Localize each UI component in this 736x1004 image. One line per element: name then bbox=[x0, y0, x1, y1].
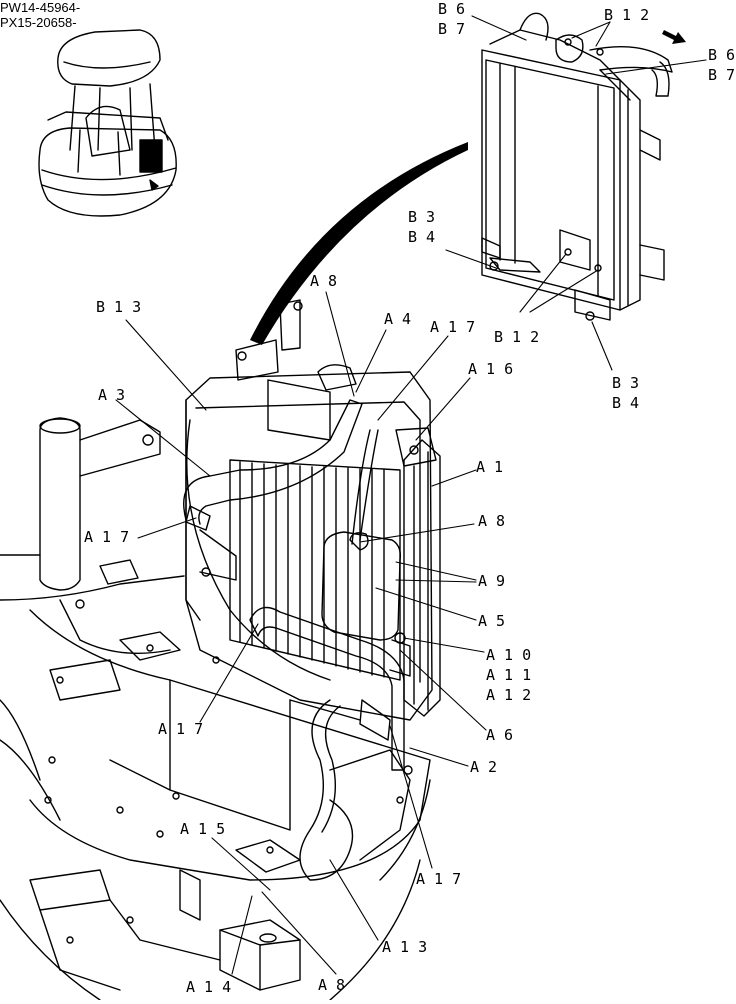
callout-a8-top: A 8 bbox=[310, 272, 337, 290]
callout-a17-left: A 1 7 bbox=[84, 528, 129, 546]
callout-b6-right: B 6 bbox=[708, 46, 735, 64]
callout-a8-mid: A 8 bbox=[478, 512, 505, 530]
radiator-detail-view bbox=[481, 12, 673, 321]
revolving-frame bbox=[0, 417, 431, 1001]
callout-a8-bottom: A 8 bbox=[318, 976, 345, 994]
callout-b6-top: B 6 bbox=[438, 0, 465, 18]
serial-range-1: PW14-45964- bbox=[0, 0, 81, 15]
callout-a9: A 9 bbox=[478, 572, 505, 590]
serial-range-2: PX15-20658- bbox=[0, 15, 77, 30]
callout-a2: A 2 bbox=[470, 758, 497, 776]
callout-a4: A 4 bbox=[384, 310, 411, 328]
callout-b4-left: B 4 bbox=[408, 228, 435, 246]
direction-arrow-icon bbox=[662, 30, 686, 44]
callout-a5: A 5 bbox=[478, 612, 505, 630]
callout-a15: A 1 5 bbox=[180, 820, 225, 838]
callout-a1: A 1 bbox=[476, 458, 503, 476]
callout-a17-low: A 1 7 bbox=[158, 720, 203, 738]
callout-b4-right: B 4 bbox=[612, 394, 639, 412]
callout-b3-left: B 3 bbox=[408, 208, 435, 226]
leader-lines bbox=[115, 15, 707, 975]
callout-b7-right: B 7 bbox=[708, 66, 735, 84]
callout-a12: A 1 2 bbox=[486, 686, 531, 704]
callout-b3-right: B 3 bbox=[612, 374, 639, 392]
callout-b13: B 1 3 bbox=[96, 298, 141, 316]
callout-a10: A 1 0 bbox=[486, 646, 531, 664]
callout-a17-top: A 1 7 bbox=[430, 318, 475, 336]
leader-band bbox=[250, 142, 468, 345]
callout-a6: A 6 bbox=[486, 726, 513, 744]
callout-b12-top: B 1 2 bbox=[604, 6, 649, 24]
callout-a13: A 1 3 bbox=[382, 938, 427, 956]
callout-a3: A 3 bbox=[98, 386, 125, 404]
callout-a17-bottom: A 1 7 bbox=[416, 870, 461, 888]
radiator-assembly bbox=[183, 299, 441, 881]
callout-a11: A 1 1 bbox=[486, 666, 531, 684]
callout-b7-top: B 7 bbox=[438, 20, 465, 38]
machine-overview-thumbnail bbox=[38, 29, 177, 217]
callout-a16: A 1 6 bbox=[468, 360, 513, 378]
callout-labels: B 6 B 7 B 1 2 B 6 B 7 B 3 B 4 B 1 2 B 3 … bbox=[84, 0, 735, 996]
callout-b12-bottom: B 1 2 bbox=[494, 328, 539, 346]
callout-a14: A 1 4 bbox=[186, 978, 231, 996]
